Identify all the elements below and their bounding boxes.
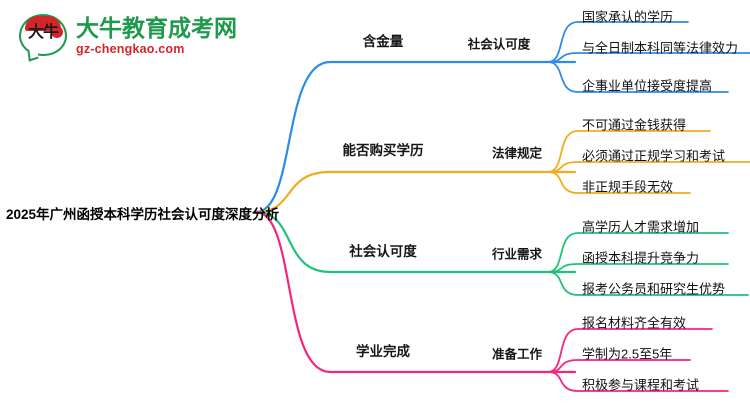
site-logo[interactable]: 大牛 大牛教育成考网 gz-chengkao.com [18, 8, 248, 64]
logo-title-cn: 大牛教育成考网 [76, 14, 237, 41]
branch-2-level1-node[interactable]: 能否购买学历 [342, 143, 424, 158]
branch-3-leaf-2[interactable]: 函授本科提升竞争力 [582, 250, 700, 266]
branch-4-level2-node[interactable]: 准备工作 [491, 347, 543, 362]
mindmap-root-node[interactable]: 2025年广州函授本科学历社会认可度深度分析 [6, 207, 280, 222]
logo-mark-label: 大牛 [27, 24, 59, 41]
branch-4-level1-node[interactable]: 学业完成 [356, 344, 410, 359]
branch-1-level1-node[interactable]: 含金量 [362, 34, 404, 49]
logo-red-dot [51, 26, 63, 38]
branch-2-leaf-3[interactable]: 非正规手段无效 [582, 179, 674, 195]
branch-1-leaf-2[interactable]: 与全日制本科同等法律效力 [582, 40, 739, 56]
logo-wordmark: 大牛教育成考网 gz-chengkao.com [76, 14, 237, 57]
branch-1-leaf-1[interactable]: 国家承认的学历 [582, 9, 674, 25]
logo-mark-icon: 大牛 [18, 12, 68, 62]
connector-path [254, 60, 577, 214]
branch-1-level2-node[interactable]: 社会认可度 [467, 37, 531, 52]
branch-2-leaf-1[interactable]: 不可通过金钱获得 [582, 117, 687, 133]
branch-3-leaf-3[interactable]: 报考公务员和研究生优势 [582, 281, 726, 297]
branch-4-leaf-3[interactable]: 积极参与课程和考试 [582, 377, 700, 393]
branch-2-level2-node[interactable]: 法律规定 [491, 146, 543, 161]
logo-title-en: gz-chengkao.com [76, 41, 185, 56]
logo-bubble-tail [27, 48, 39, 62]
branch-3-level2-node[interactable]: 行业需求 [491, 247, 543, 262]
branch-4-leaf-2[interactable]: 学制为2.5至5年 [582, 346, 673, 362]
branch-3-level1-node[interactable]: 社会认可度 [349, 244, 417, 259]
branch-4-leaf-1[interactable]: 报名材料齐全有效 [582, 315, 687, 331]
branch-3-leaf-1[interactable]: 高学历人才需求增加 [582, 219, 700, 235]
connector-path [254, 170, 577, 214]
branch-2-leaf-2[interactable]: 必须通过正规学习和考试 [582, 148, 726, 164]
branch-1-leaf-3[interactable]: 企事业单位接受度提高 [582, 78, 713, 94]
